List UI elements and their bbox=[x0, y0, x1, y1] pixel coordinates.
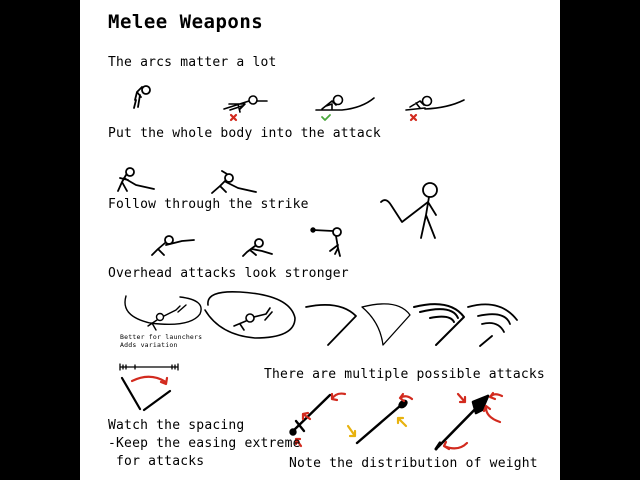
spacing-swing-lines bbox=[120, 376, 172, 412]
cross-mark-icon bbox=[409, 113, 418, 122]
arc-shape-1 bbox=[305, 304, 357, 346]
heading-arcs: The arcs matter a lot bbox=[108, 55, 277, 70]
heading-spacing: Watch the spacing bbox=[108, 418, 245, 433]
heading-follow: Follow through the strike bbox=[108, 197, 309, 212]
arc-shape-3 bbox=[413, 303, 465, 346]
figure-follow-2 bbox=[242, 238, 273, 257]
counter-arrow-icon bbox=[346, 416, 408, 438]
page-title: Melee Weapons bbox=[108, 11, 264, 33]
heading-weight: Note the distribution of weight bbox=[289, 456, 538, 471]
figure-body-2 bbox=[211, 170, 257, 194]
overhead-note-launchers: Better for launchers bbox=[120, 333, 203, 341]
spacing-note-1: -Keep the easing extreme bbox=[108, 436, 301, 451]
arc-shape-2 bbox=[361, 303, 411, 346]
figure-lunge-1 bbox=[223, 95, 268, 113]
overhead-sketch-1 bbox=[124, 295, 202, 331]
spacing-note-2: for attacks bbox=[108, 454, 205, 469]
figure-lunge-3 bbox=[405, 95, 465, 111]
overhead-note-variation: Adds variation bbox=[120, 341, 178, 349]
cross-mark-icon bbox=[229, 113, 238, 122]
weapon-axe bbox=[434, 394, 490, 451]
spacing-timeline bbox=[119, 363, 179, 371]
figure-follow-through-large bbox=[380, 182, 438, 239]
sketch-drawings bbox=[117, 85, 518, 451]
spacing-arrow-icon bbox=[130, 375, 169, 386]
heading-body: Put the whole body into the attack bbox=[108, 126, 381, 141]
figure-lunge-2 bbox=[315, 94, 375, 111]
force-arrow-icon bbox=[294, 391, 504, 451]
weapon-spear bbox=[355, 399, 408, 445]
weapon-sword bbox=[289, 393, 332, 436]
check-mark-icon bbox=[321, 114, 331, 121]
figure-standing-windup bbox=[133, 85, 151, 109]
overhead-sketch-2 bbox=[204, 290, 296, 339]
figure-follow-1 bbox=[151, 235, 195, 256]
figure-follow-3 bbox=[310, 227, 342, 257]
figure-body-1 bbox=[117, 167, 155, 192]
sketch-page: Melee Weapons The arcs matter a lot Put … bbox=[80, 0, 560, 480]
heading-overhead: Overhead attacks look stronger bbox=[108, 266, 349, 281]
arc-shape-4 bbox=[467, 303, 518, 347]
heading-multiple: There are multiple possible attacks bbox=[264, 367, 545, 382]
